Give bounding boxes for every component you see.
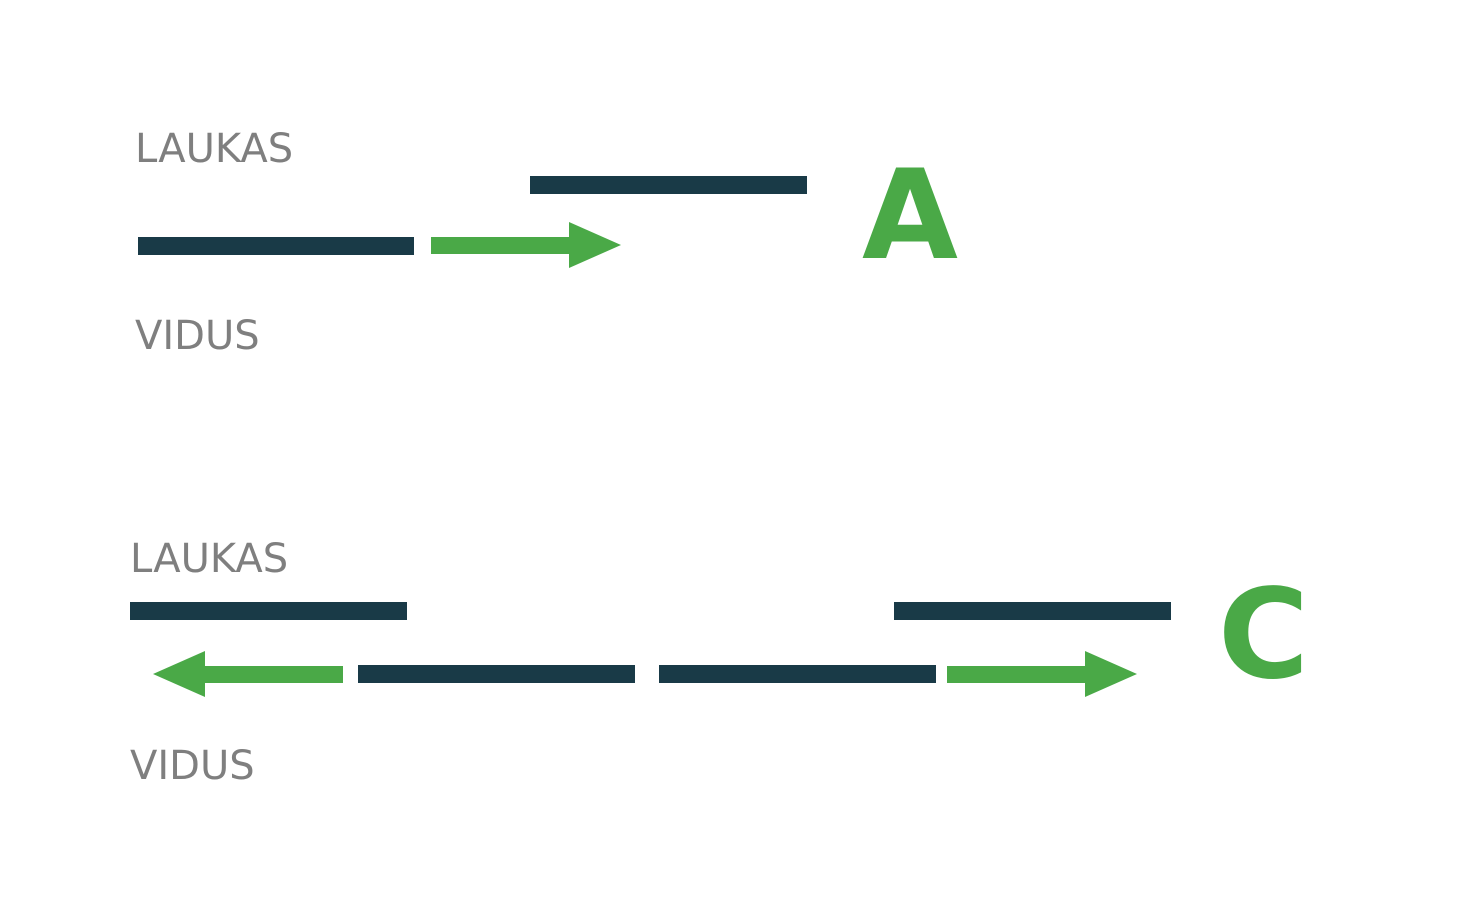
panel-c-letter: C (1218, 563, 1309, 707)
panel-a-bottom-label: VIDUS (135, 313, 260, 359)
panel-a: LAUKAS A VIDUS (135, 126, 958, 359)
panel-c: LAUKAS C VIDUS (130, 536, 1309, 789)
panel-c-upper-right-bar (894, 602, 1171, 620)
panel-a-upper-bar (530, 176, 807, 194)
panel-c-bottom-label: VIDUS (130, 743, 255, 789)
panel-c-lower-right-bar (659, 665, 936, 683)
panel-c-left-arrow-icon (153, 651, 343, 697)
panel-a-right-arrow-icon (431, 222, 621, 268)
panel-c-right-arrow-icon (947, 651, 1137, 697)
panel-a-lower-bar (138, 237, 414, 255)
panel-a-letter: A (862, 144, 958, 288)
panel-a-top-label: LAUKAS (135, 126, 293, 172)
panel-c-lower-left-bar (358, 665, 635, 683)
panel-c-upper-left-bar (130, 602, 407, 620)
panel-c-top-label: LAUKAS (130, 536, 288, 582)
